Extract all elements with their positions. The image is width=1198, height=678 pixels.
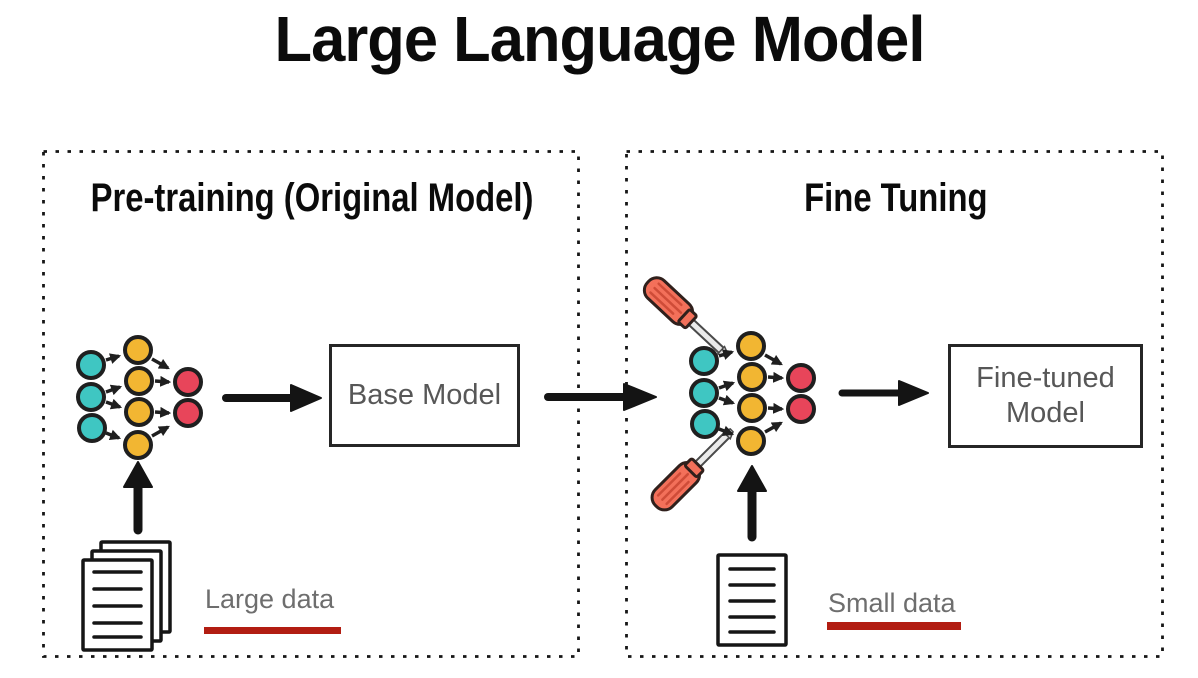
arrow-network-to-base-model (222, 384, 322, 412)
screwdriver-icon (646, 420, 742, 516)
finetuned-model-label: Fine-tuned Model (976, 362, 1115, 429)
screwdriver-icon (638, 271, 736, 366)
pretraining-panel-title: Pre-training (Original Model) (90, 176, 534, 220)
finetuning-panel-title: Fine Tuning (803, 176, 988, 220)
neural-network-icon (78, 337, 201, 458)
small-data-label: Small data (828, 588, 956, 618)
page-title: Large Language Model (274, 3, 925, 75)
finetuned-model-box: Fine-tuned Model (948, 344, 1143, 448)
document-icon (716, 553, 788, 647)
pretraining-panel-border (42, 150, 580, 658)
small-data-underline (827, 622, 961, 630)
finetuning-panel-border (625, 150, 1164, 658)
large-data-underline (204, 627, 341, 634)
arrow-data-up-left (123, 461, 153, 535)
neural-network-icon (691, 333, 814, 454)
base-model-box: Base Model (329, 344, 520, 447)
base-model-label: Base Model (347, 379, 502, 411)
arrow-data-up-right (737, 465, 767, 542)
document-stack-icon (81, 540, 172, 652)
large-data-label: Large data (205, 584, 335, 614)
arrow-base-to-finetuning (544, 383, 657, 411)
arrow-network-to-finetuned-model (838, 380, 929, 406)
